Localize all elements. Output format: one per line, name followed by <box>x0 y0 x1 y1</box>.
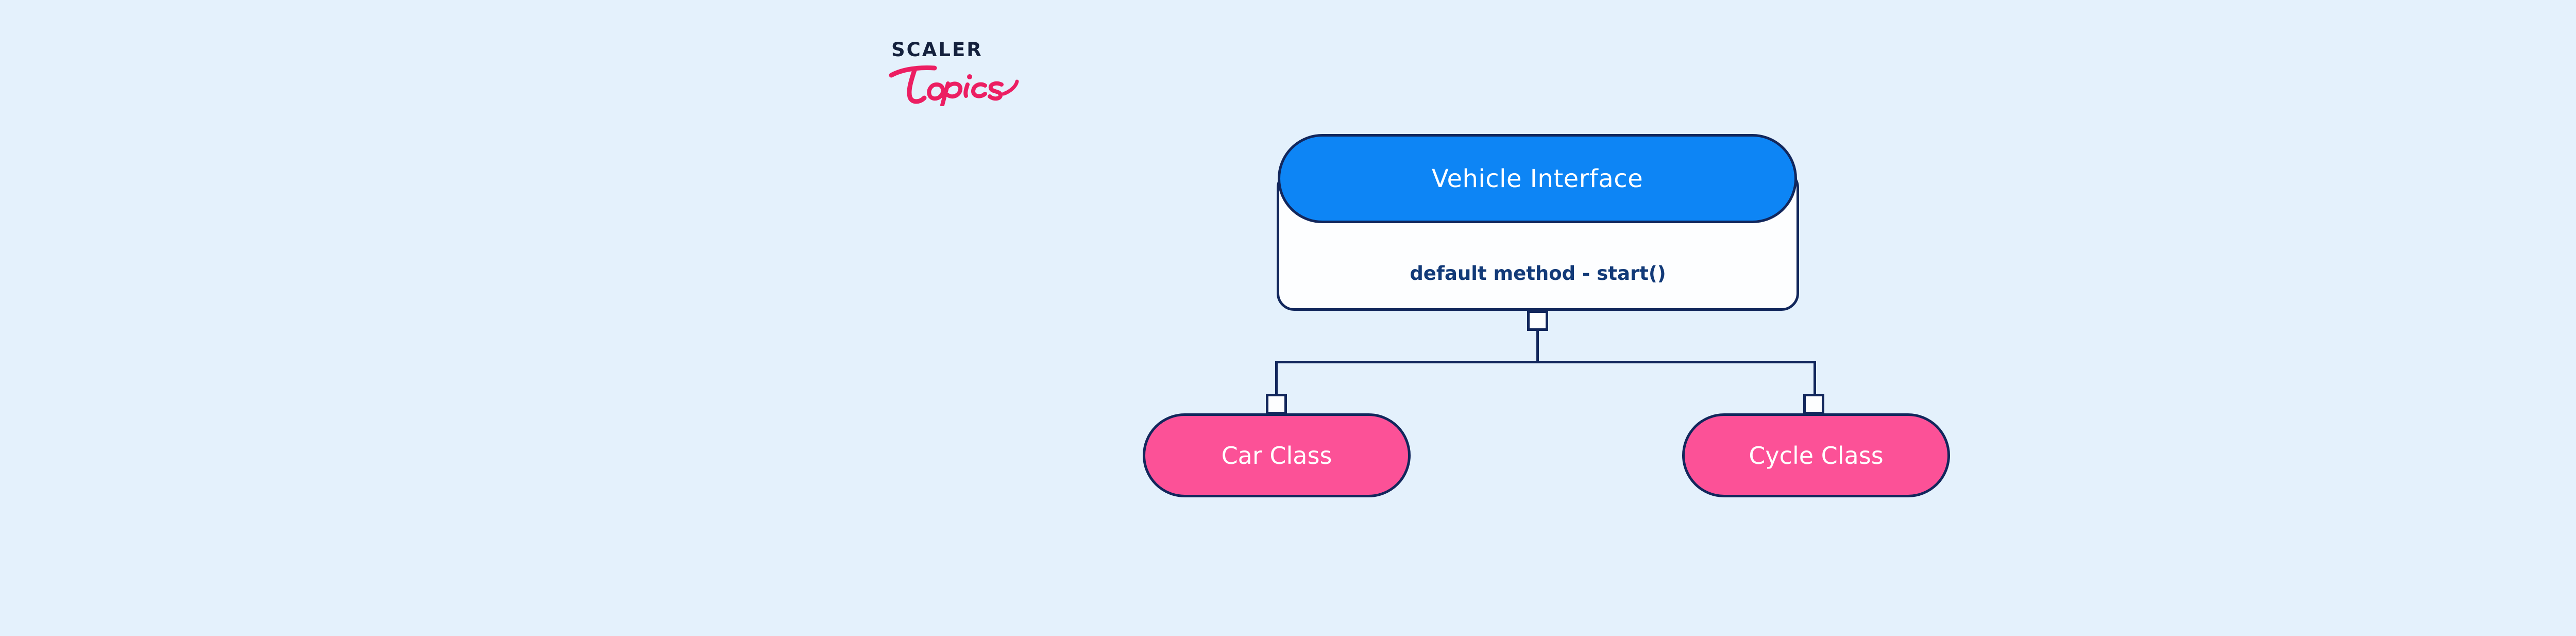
class-node-cycle[interactable]: Cycle Class <box>1682 413 1950 497</box>
connector-nub-cycle <box>1803 394 1824 414</box>
interface-node-title: Vehicle Interface <box>1431 164 1643 193</box>
connector-drop-left <box>1275 361 1278 396</box>
connector-bus-horizontal <box>1276 361 1816 363</box>
connector-stem-vertical <box>1536 330 1539 363</box>
connector-nub-car <box>1266 394 1287 414</box>
class-node-car-label: Car Class <box>1221 441 1332 470</box>
class-node-cycle-label: Cycle Class <box>1749 441 1884 470</box>
scaler-topics-logo: SCALER <box>887 40 1052 107</box>
interface-node-header[interactable]: Vehicle Interface <box>1278 134 1797 223</box>
class-node-car[interactable]: Car Class <box>1143 413 1411 497</box>
logo-wordmark-topics <box>887 60 1042 106</box>
logo-wordmark-scaler: SCALER <box>891 39 983 61</box>
connector-drop-right <box>1814 361 1816 396</box>
interface-member-default-method: default method - start() <box>1410 262 1666 284</box>
connector-nub-interface <box>1527 310 1548 331</box>
